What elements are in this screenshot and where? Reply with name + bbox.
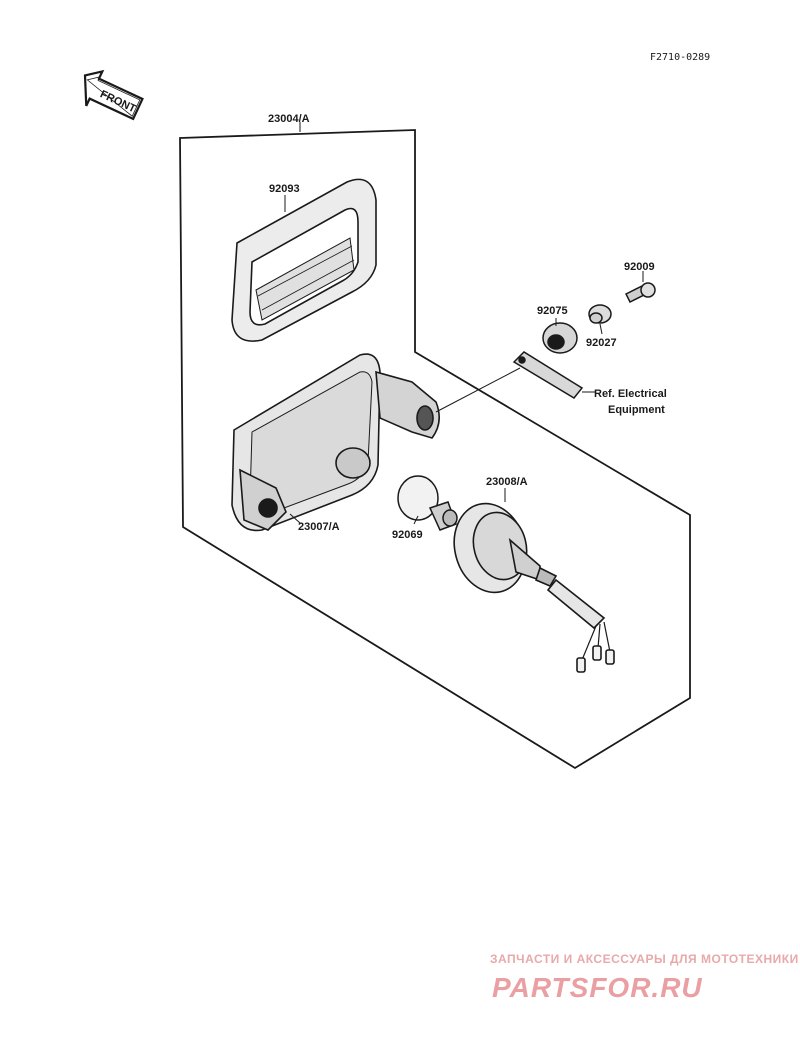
bracket-ref-electrical (512, 351, 584, 399)
label-92093: 92093 (269, 183, 300, 195)
label-92009: 92009 (624, 261, 655, 273)
label-23004: 23004/A (268, 113, 310, 125)
watermark-tagline: ЗАПЧАСТИ И АКСЕССУАРЫ ДЛЯ МОТОТЕХНИКИ (490, 952, 799, 966)
label-92069: 92069 (392, 529, 423, 541)
socket-23008 (453, 502, 615, 673)
figure-code: F2710-0289 (650, 52, 710, 63)
headlight-housing-23007 (231, 353, 440, 532)
leader-92069 (413, 515, 419, 525)
label-ref-line1: Ref. Electrical (594, 388, 667, 400)
label-23008: 23008/A (486, 476, 528, 488)
grommet-92075 (542, 322, 578, 354)
leader-23007 (289, 513, 301, 524)
label-92075: 92075 (537, 305, 568, 317)
front-arrow-icon: FRONT (83, 69, 144, 121)
collar-92027 (588, 304, 612, 324)
bulb-92069 (397, 475, 458, 531)
watermark-brand: PARTSFOR.RU (492, 972, 703, 1003)
assembly-outline (179, 129, 691, 770)
leader-92027 (599, 323, 603, 335)
label-92027: 92027 (586, 337, 617, 349)
label-ref-line2: Equipment (608, 404, 665, 416)
bolt-92009 (624, 282, 656, 304)
rubber-frame-92093 (231, 178, 377, 342)
electrical-leader (435, 367, 521, 413)
label-23007: 23007/A (298, 521, 340, 533)
